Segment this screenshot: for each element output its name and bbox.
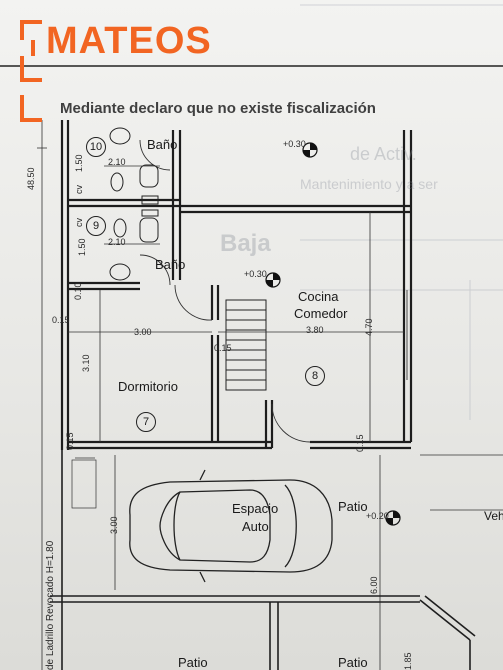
dim-0-15-left: 0.15: [52, 315, 70, 325]
dim-1-85: 1.85: [403, 652, 413, 670]
room-label-patio-right: Patio: [338, 499, 368, 514]
level-mid: +0.30: [244, 269, 267, 279]
room-label-bano-mid: Baño: [155, 257, 186, 272]
level-top: +0.30: [283, 139, 306, 149]
room-number-8: 8: [305, 366, 325, 386]
dim-1-50-top: 1.50: [74, 154, 84, 172]
room-label-auto: Auto: [242, 519, 269, 534]
ghost-text-2: Mantenimiento y a ser: [300, 176, 438, 192]
dim-0-15-bottom: 0.15: [355, 434, 365, 452]
dim-4-70: 4.70: [364, 318, 374, 336]
dim-cv-mid: cv: [74, 218, 84, 227]
wall-note: de Ladrillo Revocado H=1.80: [45, 540, 56, 670]
ghost-text-3: Baja: [220, 230, 271, 257]
room-label-comedor: Comedor: [294, 306, 348, 321]
dim-3-00: 3.00: [134, 327, 152, 337]
dim-1-50-mid: 1.50: [77, 238, 87, 256]
room-number-9: 9: [86, 216, 106, 236]
dim-3-10: 3.10: [81, 354, 91, 372]
level-patio: +0.20: [366, 511, 389, 521]
room-label-espacio: Espacio: [232, 501, 279, 516]
bleed-through-text: Mediante declaro que no existe fiscaliza…: [60, 100, 376, 117]
dim-cv-top: cv: [74, 185, 84, 194]
ghost-text-1: de Activ.: [350, 144, 417, 164]
dim-0-15-stair: 0.15: [214, 343, 232, 353]
dim-3-80: 3.80: [306, 325, 324, 335]
brand-logo: MATEOS: [46, 20, 212, 62]
room-label-patio-bl: Patio: [178, 655, 208, 670]
dim-0-10: 0.10: [73, 282, 83, 300]
room-label-bano-top: Baño: [147, 137, 178, 152]
room-label-dormitorio: Dormitorio: [118, 379, 178, 394]
dim-2-10-top: 2.10: [108, 157, 126, 167]
dim-0-15-corner: 0.15: [65, 432, 75, 450]
dim-3-00-car: 3.00: [109, 516, 119, 534]
dim-2-10-mid: 2.10: [108, 237, 126, 247]
logo-mark: [20, 20, 42, 122]
room-number-10: 10: [86, 137, 106, 157]
room-number-7: 7: [136, 412, 156, 432]
room-label-cocina: Cocina: [298, 289, 339, 304]
dim-6-00: 6.00: [369, 576, 379, 594]
room-label-veh: Veh: [484, 509, 503, 523]
dim-48-50: 48.50: [26, 167, 36, 190]
room-label-patio-bm: Patio: [338, 655, 368, 670]
